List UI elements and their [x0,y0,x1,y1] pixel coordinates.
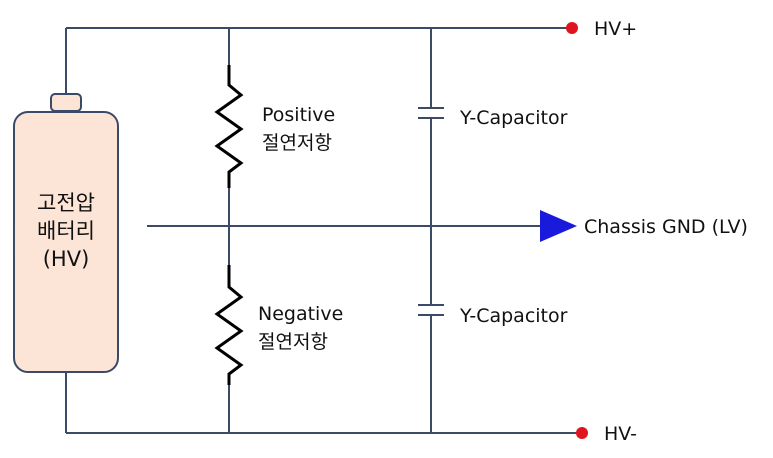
positive-resistor-label-line1: Positive [262,104,335,126]
bottom-capacitor-label: Y-Capacitor [459,305,568,327]
battery-label-line2: 배터리 [37,219,95,243]
battery-body [13,111,119,373]
negative-resistor-symbol [214,265,244,385]
triangle-arrow-icon [540,210,577,242]
battery-terminal-cap [50,93,82,112]
hv-plus-terminal-dot [566,22,578,34]
chassis-ground-label: Chassis GND (LV) [584,216,748,238]
hv-minus-terminal-dot [576,427,588,439]
battery-label-line1: 고전압 [37,191,95,215]
top-capacitor-label: Y-Capacitor [459,107,568,129]
negative-resistor-label-line2: 절연저항 [258,331,328,353]
hv-minus-label: HV- [604,423,637,445]
positive-resistor-symbol [214,65,244,188]
battery-label-line3: (HV) [43,247,90,271]
negative-resistor-label-line1: Negative [258,303,343,325]
positive-resistor-label-line2: 절연저항 [262,132,332,154]
hv-plus-label: HV+ [594,18,637,40]
